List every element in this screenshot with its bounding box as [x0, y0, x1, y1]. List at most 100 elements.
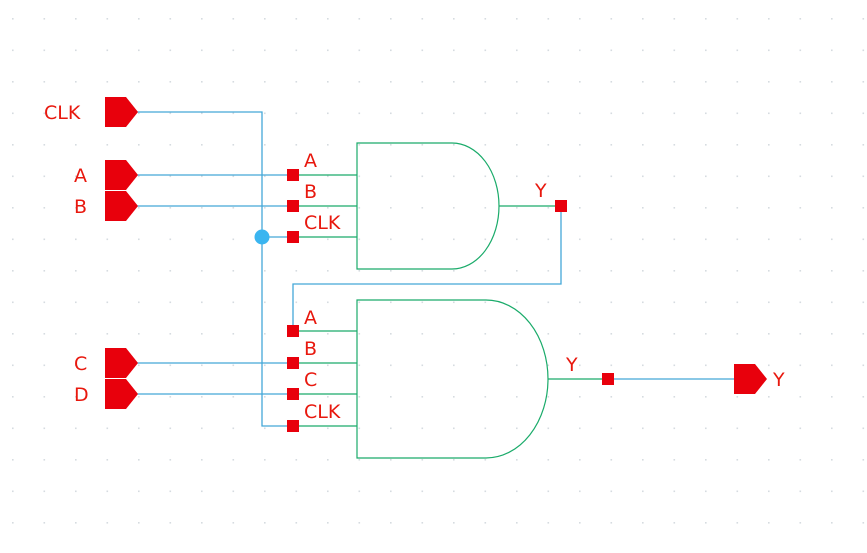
grid-dot	[610, 49, 613, 52]
and-gate-1-body[interactable]	[356, 142, 500, 270]
grid-dot	[295, 522, 298, 524]
grid-dot	[736, 522, 739, 524]
grid-dot	[75, 522, 77, 524]
gate2-pin-y[interactable]	[602, 373, 614, 385]
input-port-a[interactable]	[105, 160, 138, 190]
grid-dot	[768, 396, 770, 398]
wire-junction-dot[interactable]	[254, 229, 270, 245]
grid-dot	[169, 175, 172, 178]
grid-dot	[390, 18, 392, 20]
grid-dot	[673, 81, 676, 83]
grid-dot	[516, 18, 518, 20]
grid-dot	[75, 396, 77, 398]
grid-dot	[358, 333, 361, 335]
grid-dot	[799, 238, 802, 241]
grid-dot	[831, 522, 833, 524]
output-ports: Y	[734, 364, 785, 394]
grid-dot	[358, 49, 361, 52]
gate2-pin-c[interactable]	[287, 388, 299, 400]
grid-dot	[831, 18, 833, 20]
grid-dot	[201, 333, 203, 335]
grid-dot	[736, 301, 739, 304]
grid-dot	[673, 427, 676, 430]
grid-dot	[138, 81, 140, 83]
gate1-pin-y[interactable]	[555, 200, 567, 212]
grid-dot	[516, 427, 518, 430]
grid-dot	[138, 490, 140, 493]
grid-dot	[453, 49, 455, 52]
and-gate-1[interactable]: A B CLK Y	[287, 142, 567, 270]
grid-dot	[831, 459, 833, 461]
grid-dot	[264, 459, 266, 461]
grid-dot	[547, 459, 550, 461]
grid-dot	[705, 144, 707, 146]
input-port-clk[interactable]	[105, 97, 138, 127]
grid-dot	[358, 18, 361, 20]
grid-dot	[232, 270, 235, 272]
grid-dot	[642, 81, 644, 83]
grid-dot	[232, 364, 235, 367]
grid-dot	[75, 427, 77, 430]
grid-dot	[232, 144, 235, 146]
grid-dot	[831, 364, 833, 367]
grid-dot	[831, 301, 833, 304]
grid-dot	[642, 333, 644, 335]
grid-dot	[547, 270, 550, 272]
grid-dot	[201, 144, 203, 146]
grid-dot	[516, 459, 518, 461]
gate2-pin-b[interactable]	[287, 357, 299, 369]
grid-dot	[547, 490, 550, 493]
grid-dot	[75, 490, 77, 493]
grid-dot	[453, 427, 455, 430]
grid-dot	[169, 490, 172, 493]
wire-gate1-to-gate2[interactable]	[292, 206, 562, 331]
grid-dot	[169, 427, 172, 430]
and-gate-2[interactable]: A B C CLK Y	[287, 299, 614, 459]
grid-dot	[201, 427, 203, 430]
output-port-y[interactable]	[734, 364, 767, 394]
grid-dot	[579, 333, 581, 335]
grid-dot	[12, 396, 14, 398]
gate2-pin-a[interactable]	[287, 325, 299, 337]
gate1-pin-b[interactable]	[287, 200, 299, 212]
grid-dot	[705, 238, 707, 241]
grid-dot	[421, 333, 424, 335]
gate1-label-clk: CLK	[304, 212, 341, 234]
grid-dot	[831, 175, 833, 178]
grid-dot	[831, 207, 833, 209]
grid-dot	[138, 175, 140, 178]
grid-dot	[390, 364, 392, 367]
grid-dot	[106, 49, 109, 52]
grid-dot	[169, 18, 172, 20]
grid-dot	[201, 112, 203, 115]
grid-dot	[799, 175, 802, 178]
grid-dot	[862, 522, 865, 524]
input-port-b[interactable]	[105, 191, 138, 221]
gate2-pin-clk[interactable]	[287, 420, 299, 432]
grid-dot	[642, 207, 644, 209]
grid-dot	[705, 427, 707, 430]
grid-dot	[768, 112, 770, 115]
gate2-label-y: Y	[565, 354, 578, 376]
wire-clk[interactable]	[137, 111, 293, 427]
grid-dot	[75, 49, 77, 52]
grid-dot	[736, 490, 739, 493]
grid-dot	[390, 175, 392, 178]
grid-dot	[358, 81, 361, 83]
grid-dot	[264, 81, 266, 83]
gate1-pin-a[interactable]	[287, 169, 299, 181]
gate1-pin-clk[interactable]	[287, 231, 299, 243]
grid-dot	[232, 396, 235, 398]
grid-dot	[579, 207, 581, 209]
input-port-d[interactable]	[105, 379, 138, 409]
input-port-c[interactable]	[105, 348, 138, 378]
grid-dot	[862, 207, 865, 209]
and-gate-2-body[interactable]	[356, 299, 549, 459]
grid-dot	[610, 112, 613, 115]
grid-dot	[169, 81, 172, 83]
grid-dot	[862, 333, 865, 335]
grid-dot	[201, 301, 203, 304]
grid-dot	[232, 490, 235, 493]
grid-dot	[673, 112, 676, 115]
